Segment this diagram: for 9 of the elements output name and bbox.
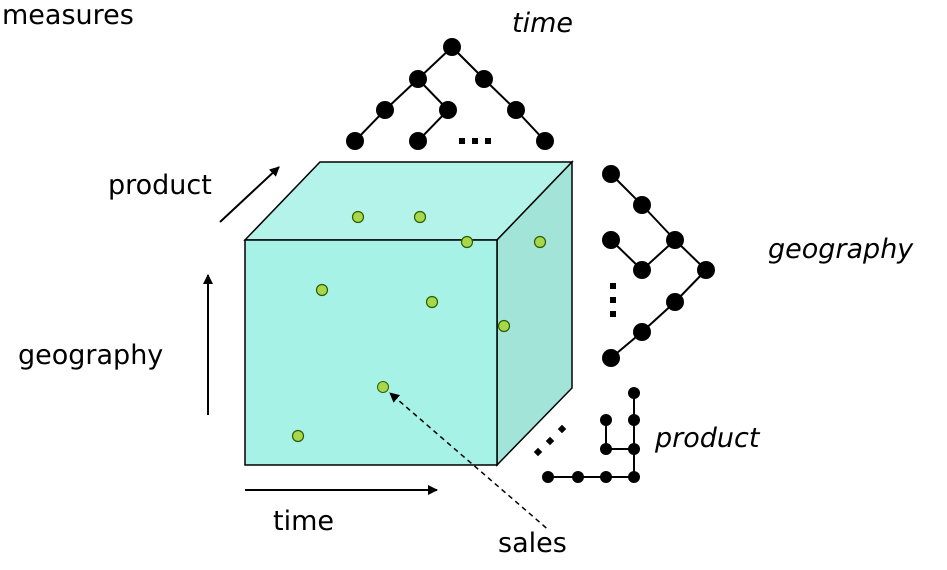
leader-line [389, 392, 547, 529]
heading-label: measures [2, 2, 134, 29]
dimension-label: time [512, 10, 574, 37]
axis-label: product [108, 172, 212, 199]
axis-label: time [273, 508, 334, 535]
dimension-label: geography [768, 236, 914, 263]
measure-label: sales [498, 530, 567, 557]
axis-label: geography [18, 342, 164, 369]
dimension-label: product [655, 425, 760, 452]
